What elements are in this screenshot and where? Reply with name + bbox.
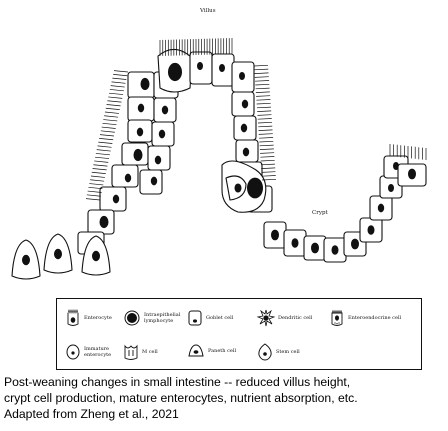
crypt-cell	[359, 217, 383, 243]
epithelial-cell	[139, 169, 163, 195]
brush-border-left	[85, 70, 129, 201]
stem-cell-icon	[258, 343, 272, 361]
legend-item-m-cell: M cell	[123, 343, 158, 361]
legend-item-immature-enterocyte: Immature enterocyte	[65, 343, 111, 361]
crypt-cell	[303, 235, 327, 261]
epithelial-cell	[127, 119, 153, 143]
villus-label: Villus	[199, 8, 216, 14]
legend-label: Goblet cell	[206, 315, 234, 321]
crypt-cell	[369, 195, 393, 221]
epithelial-cell	[121, 142, 149, 166]
crypt-cell	[263, 221, 287, 249]
legend-label: Enterocyte	[84, 315, 112, 321]
epithelial-cell	[111, 164, 139, 188]
legend-item-goblet-cell: Goblet cell	[187, 309, 233, 327]
paneth-cell-icon	[188, 344, 204, 357]
dendritic-cell-icon	[257, 309, 275, 327]
stem-cell	[43, 233, 73, 274]
caption-line-1: Post-weaning changes in small intestine …	[4, 375, 351, 389]
crypt-cell	[343, 231, 367, 257]
epithelial-cell	[231, 61, 255, 93]
epithelial-cell	[87, 209, 115, 235]
caption-line-3: Adapted from Zheng et al., 2021	[4, 407, 179, 421]
legend-label: Paneth cell	[208, 348, 237, 354]
epithelial-cell	[151, 121, 175, 147]
figure-caption: Post-weaning changes in small intestine …	[4, 374, 446, 422]
epithelial-cell	[147, 145, 171, 171]
legend-item-dendritic-cell: Dendritic cell	[257, 309, 312, 327]
goblet-cell	[225, 175, 247, 201]
intraepithelial-lymphocyte-icon	[124, 310, 140, 326]
brush-border-right	[253, 64, 277, 181]
epithelial-cell	[397, 163, 427, 187]
legend-label: Enteroendocrine cell	[348, 315, 402, 321]
epithelial-cell	[211, 53, 235, 87]
stem-cell	[11, 239, 41, 280]
brush-border-right-villus	[389, 144, 427, 160]
legend-label: M cell	[142, 349, 158, 355]
m-cell-icon	[124, 344, 138, 360]
immature-enterocyte-icon	[66, 344, 80, 360]
legend-item-enterocyte: Enterocyte	[65, 309, 112, 327]
epithelial-cell	[231, 91, 255, 117]
goblet-cell-icon	[188, 310, 202, 326]
epithelial-cell	[235, 139, 259, 163]
cell-type-legend: Enterocyte Intraepithelial lymphocyte Go…	[56, 298, 422, 370]
enteroendocrine-cell-icon	[331, 309, 343, 326]
lymphocyte-cell	[157, 48, 193, 93]
epithelial-cell	[153, 97, 177, 123]
legend-item-paneth-cell: Paneth cell	[187, 343, 236, 359]
intestine-epithelium-diagram: Villus Crypt	[11, 8, 427, 280]
epithelial-cell	[99, 186, 127, 212]
crypt-label: Crypt	[312, 210, 328, 216]
enterocyte-icon	[67, 309, 79, 326]
legend-label: Stem cell	[276, 349, 300, 355]
legend-item-enteroendocrine-cell: Enteroendocrine cell	[329, 309, 401, 327]
epithelial-cell	[127, 71, 155, 99]
legend-label: Intraepithelial lymphocyte	[144, 312, 181, 324]
legend-label: Immature enterocyte	[84, 346, 112, 358]
crypt-cell	[379, 175, 403, 199]
crypt-cell	[283, 229, 307, 257]
epithelial-cell	[189, 51, 213, 85]
legend-item-stem-cell: Stem cell	[257, 343, 300, 361]
legend-label: Dendritic cell	[278, 315, 313, 321]
caption-line-2: crypt cell production, mature enterocyte…	[4, 391, 358, 405]
epithelial-cell	[127, 96, 155, 122]
brush-border-tip	[159, 38, 233, 56]
crypt-cell	[323, 237, 347, 263]
legend-item-intraepithelial-lymphocyte: Intraepithelial lymphocyte	[123, 309, 180, 327]
stem-cell	[81, 235, 111, 276]
epithelial-cell	[233, 115, 257, 141]
